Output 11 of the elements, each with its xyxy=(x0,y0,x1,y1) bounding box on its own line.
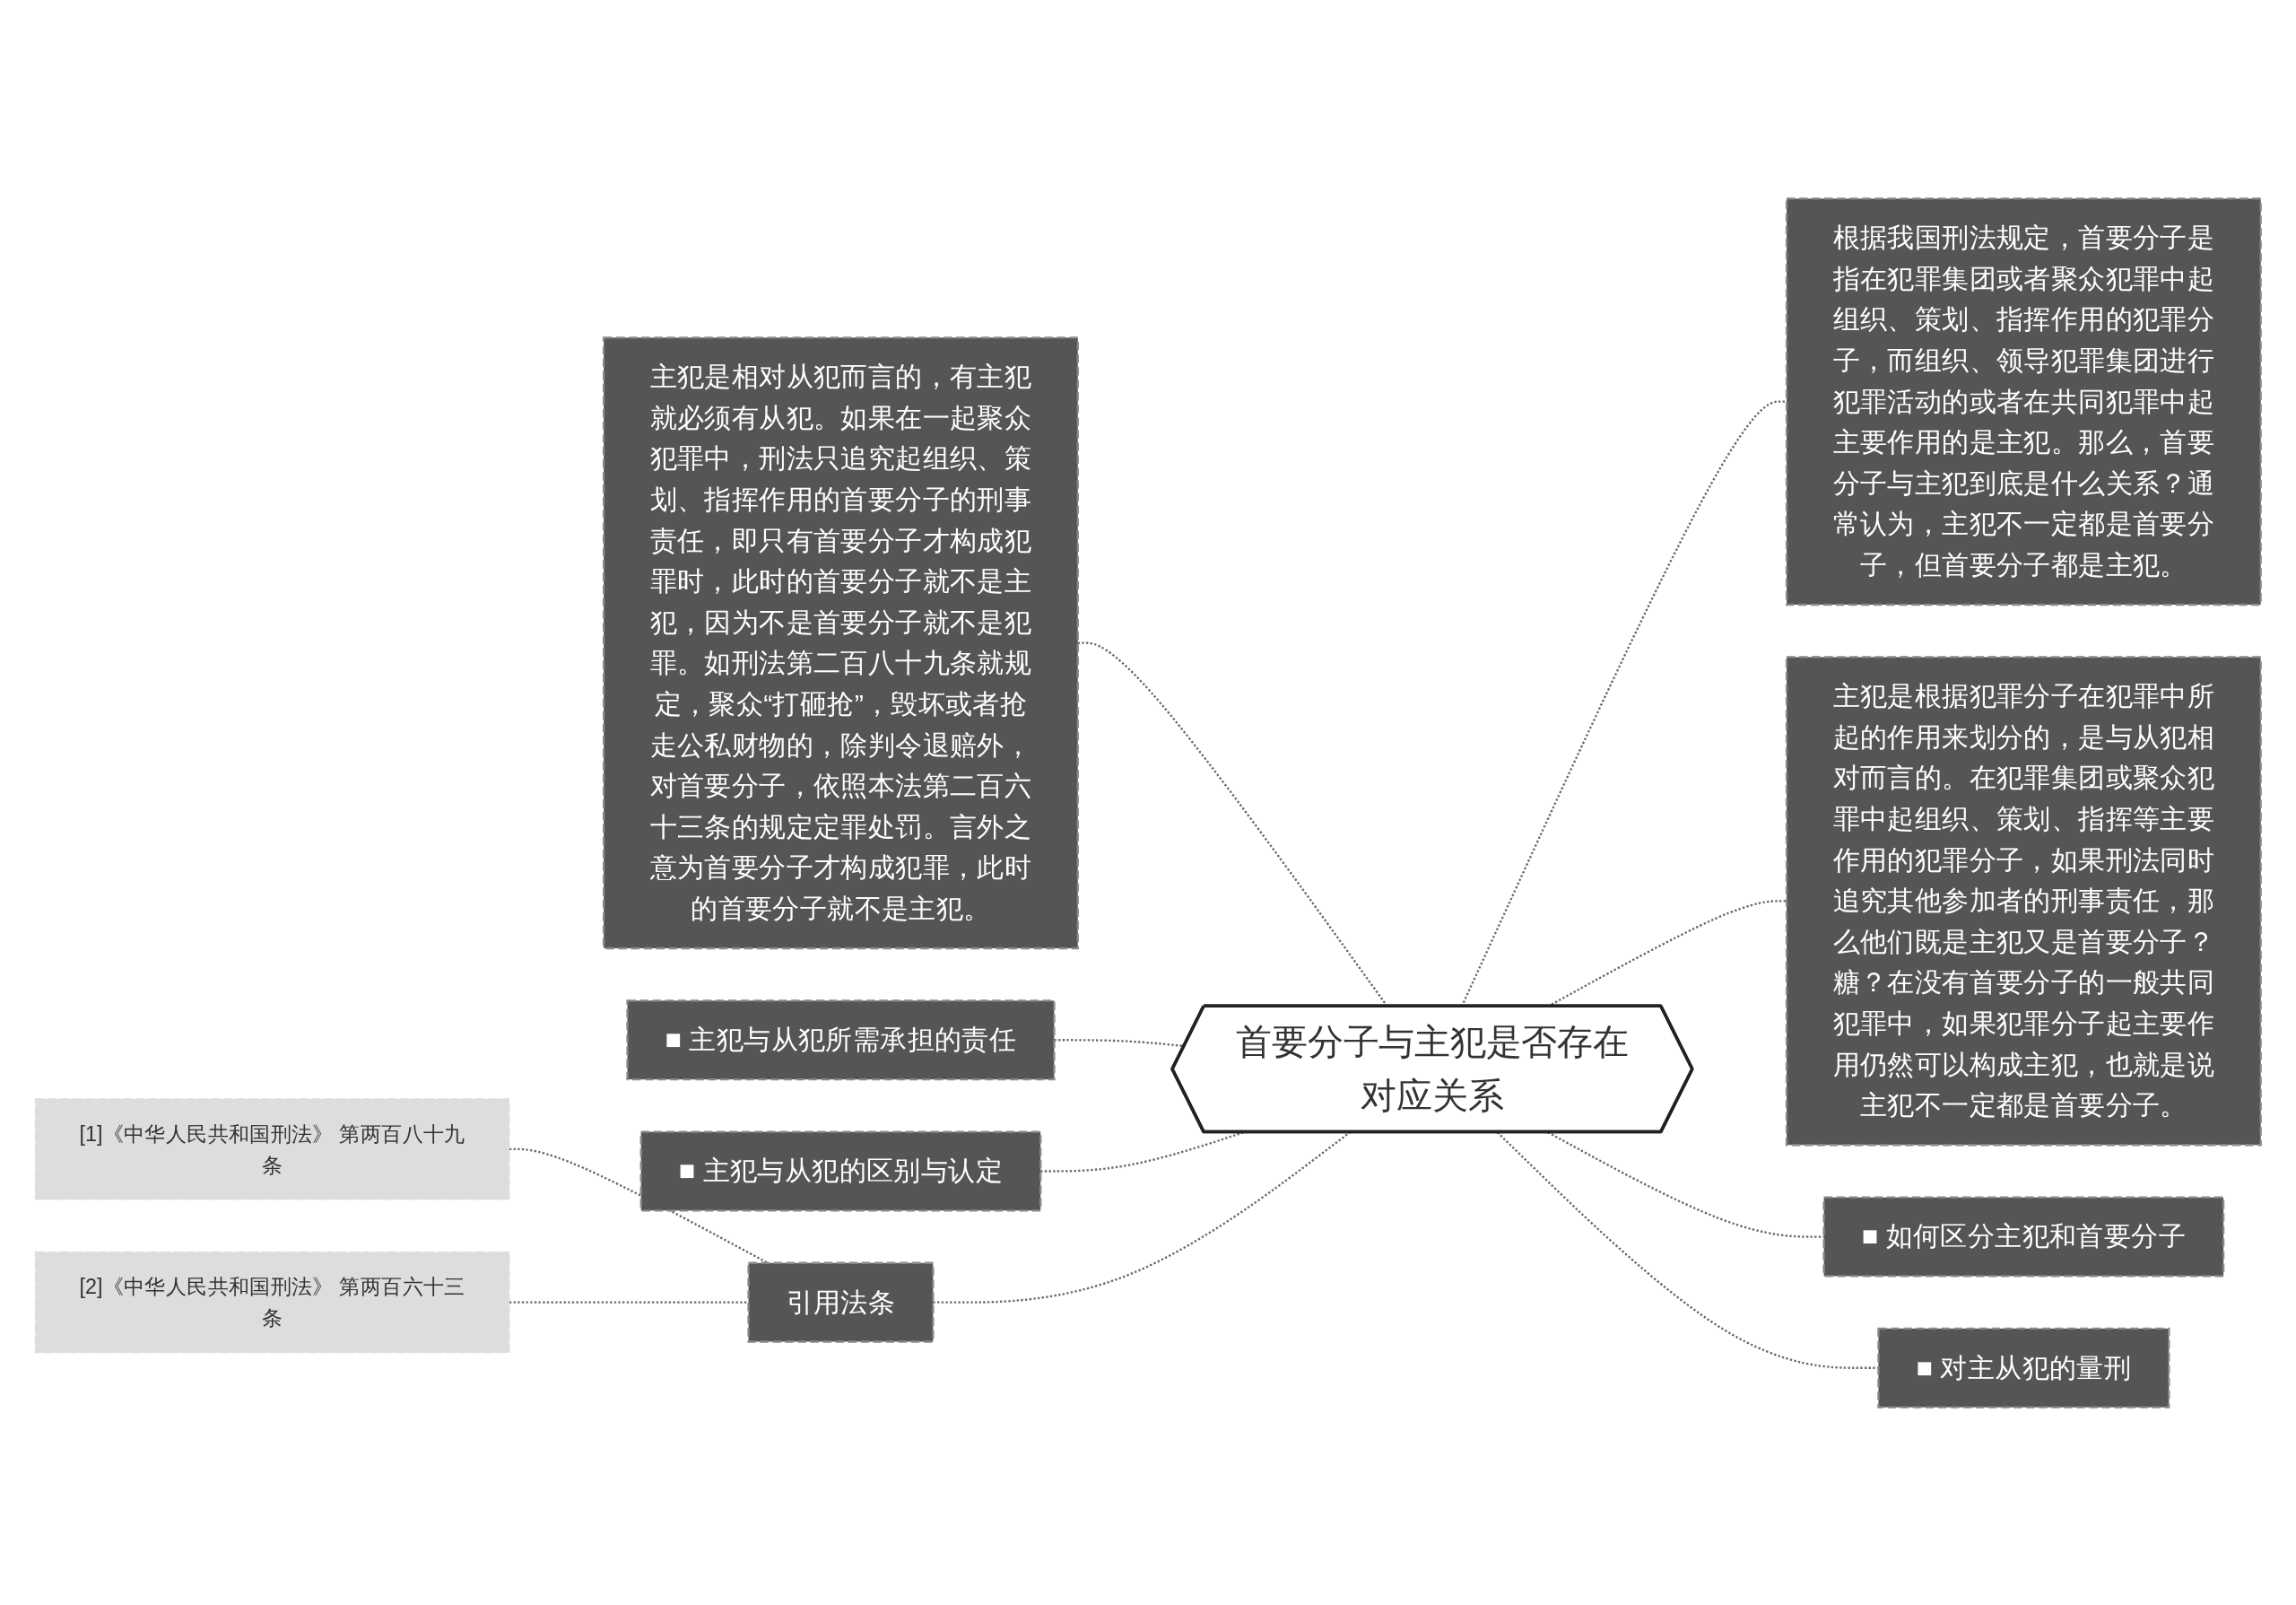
node-box: [1]《中华人民共和国刑法》 第两百八十九条 xyxy=(34,1097,510,1200)
node-box: ■ 如何区分主犯和首要分子 xyxy=(1822,1196,2225,1278)
node-box: ■ 对主从犯的量刑 xyxy=(1877,1327,2170,1409)
node-box: 主犯是相对从犯而言的，有主犯就必须有从犯。如果在一起聚众犯罪中，刑法只追究起组织、策划、指挥作用的首要分子的刑事责任，即只有首要分子才构成犯罪时，此时的首要分子就不是主犯，因为不是首要分子就不是犯罪。如刑法第二百八十九条就规定，聚众“打砸抢”，毁坏或者抢走公私财物的，除判令退赔外，对首要分子，依照本法第二百六十三条的规定定罪处罚。言外之意为首要分子才构成犯罪，此时的首要分子就不是主犯。 xyxy=(603,336,1079,949)
connector xyxy=(509,1300,749,1304)
node-box: ■ 主犯与从犯的区别与认定 xyxy=(639,1130,1042,1211)
node-box: ■ 主犯与从犯所需承担的责任 xyxy=(626,999,1056,1080)
node-box: 根据我国刑法规定，首要分子是指在犯罪集团或者聚众犯罪中起组织、策划、指挥作用的犯罪分子，而组织、领导犯罪集团进行犯罪活动的或者在共同犯罪中起主要作用的是主犯。那么，首要分子与主犯到底是什么关系？通常认为，主犯不一定都是首要分子，但首要分子都是主犯。 xyxy=(1785,196,2262,606)
node-box: [2]《中华人民共和国刑法》 第两百六十三条 xyxy=(34,1251,510,1353)
node-box: 引用法条 xyxy=(747,1261,935,1343)
node-box: 主犯是根据犯罪分子在犯罪中所起的作用来划分的，是与从犯相对而言的。在犯罪集团或聚众犯罪中起组织、策划、指挥等主要作用的犯罪分子，如果刑法同时追究其他参加者的刑事责任，那么他们既是主犯又是首要分子？糖？在没有首要分子的一般共同犯罪中，如果犯罪分子起主要作用仍然可以构成主犯，也就是说主犯不一定都是首要分子。 xyxy=(1785,655,2262,1146)
